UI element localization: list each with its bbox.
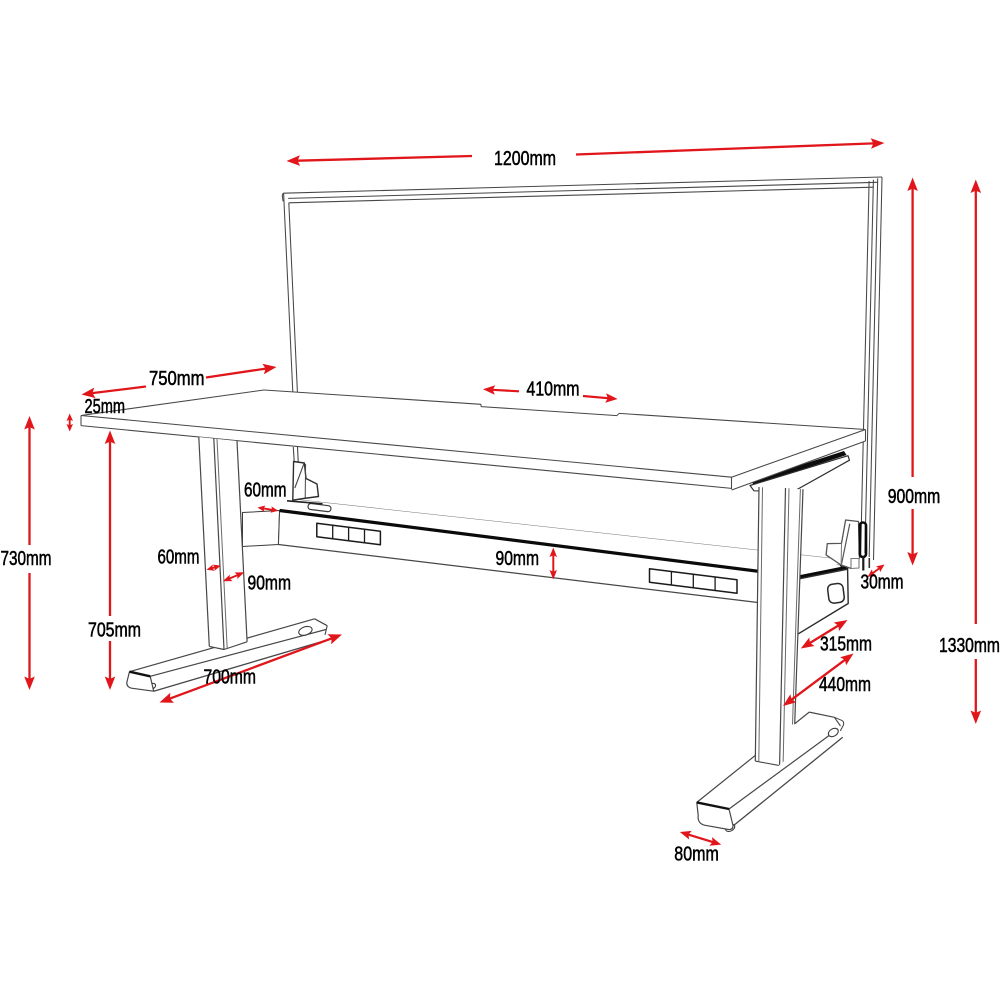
svg-text:900mm: 900mm: [888, 485, 941, 508]
svg-text:25mm: 25mm: [85, 395, 126, 418]
svg-text:60mm: 60mm: [158, 546, 200, 569]
svg-text:410mm: 410mm: [527, 378, 580, 401]
svg-text:315mm: 315mm: [820, 633, 872, 656]
svg-text:1200mm: 1200mm: [494, 147, 556, 170]
svg-text:90mm: 90mm: [248, 572, 292, 595]
svg-text:1330mm: 1330mm: [939, 634, 1000, 657]
svg-text:80mm: 80mm: [674, 843, 719, 866]
svg-text:90mm: 90mm: [496, 547, 540, 570]
svg-text:30mm: 30mm: [861, 571, 904, 594]
svg-text:700mm: 700mm: [204, 666, 257, 689]
svg-text:440mm: 440mm: [819, 673, 871, 696]
svg-text:730mm: 730mm: [1, 547, 52, 570]
svg-text:60mm: 60mm: [244, 479, 287, 502]
svg-text:705mm: 705mm: [88, 619, 141, 642]
svg-text:750mm: 750mm: [149, 367, 205, 390]
